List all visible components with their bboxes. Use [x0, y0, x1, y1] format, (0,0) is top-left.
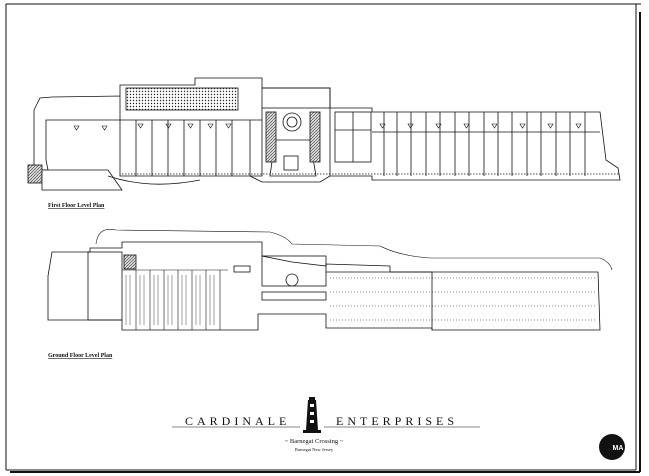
first-floor-title: First Floor Level Plan: [48, 203, 105, 209]
project-name: ~ Barnegat Crossing ~: [285, 438, 344, 445]
company-name-left: CARDINALE: [185, 414, 290, 428]
first-floor-plan: [27, 77, 621, 191]
ground-floor-plan: [47, 229, 613, 331]
ground-floor-title: Ground Floor Level Plan: [48, 353, 113, 359]
sheet-border: [5, 3, 641, 473]
company-name-right: ENTERPRISES: [336, 414, 458, 428]
logo-text: MA: [613, 445, 624, 452]
lighthouse-icon: [303, 397, 321, 433]
architect-logo-icon: MA: [599, 434, 625, 460]
project-location: Barnegat New Jersey: [295, 447, 334, 452]
title-block: CARDINALE ENTERPRISES ~ Barnegat Crossin…: [172, 397, 480, 452]
